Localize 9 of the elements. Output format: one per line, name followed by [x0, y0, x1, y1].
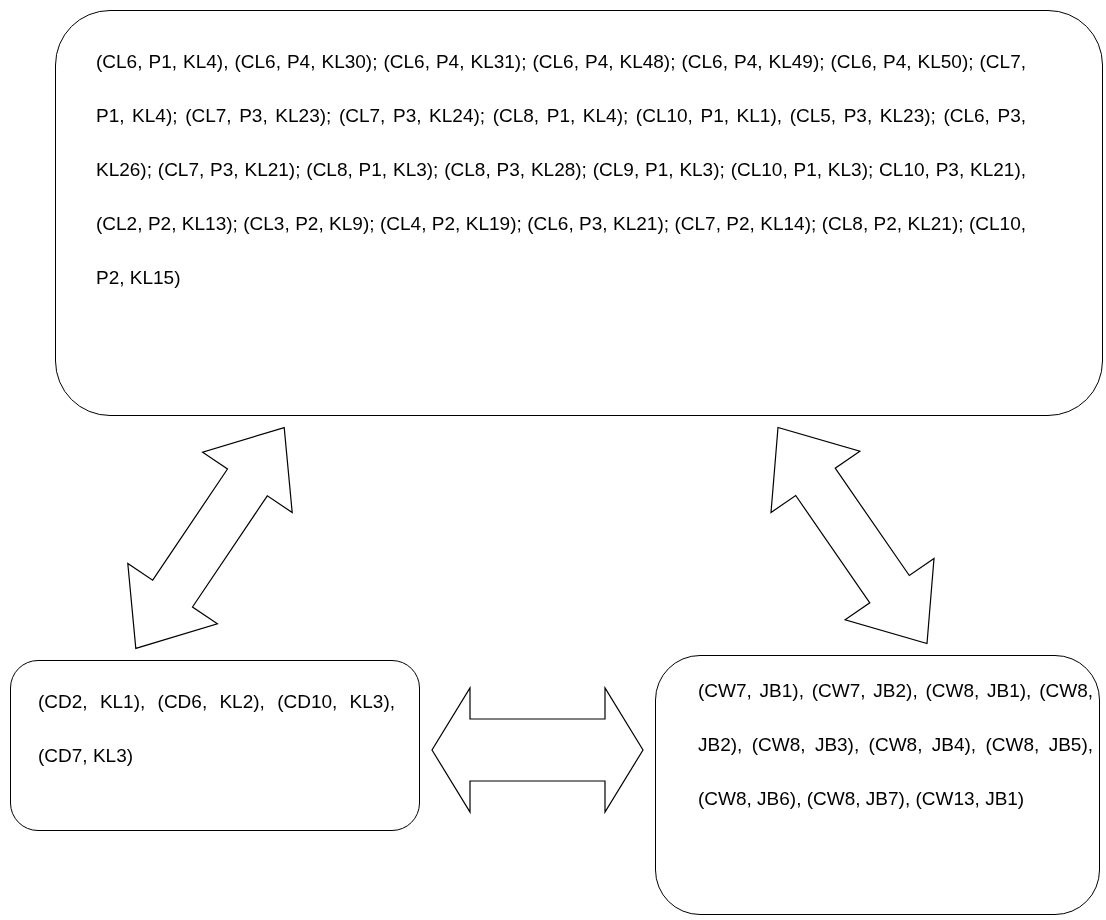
rounded-box	[55, 10, 1103, 416]
tuple-list-text: (CL6, P1, KL4), (CL6, P4, KL30); (CL6, P4, KL31); (CL6, P4, KL48); (CL6, P4, KL49); (CL6, P4, KL50); (CL7, P1, KL4); (CL7, P3, KL23); (CL7, P3, KL24); (CL8, P1, KL4); (CL10, P1, KL1), (CL5, P3, KL23); (CL6, P3, KL26); (CL7, P3, KL21); (CL8, P1, KL3); (CL8, P3, KL28); (CL9, P1, KL3); (CL10, P1, KL3); CL10, P3, KL21), (CL2, P2, KL13); (CL3, P2, KL9); (CL4, P2, KL19); (CL6, P3, KL21); (CL7, P2, KL14); (CL8, P2, KL21); (CL10, P2, KL15)	[96, 50, 1026, 290]
rounded-box	[655, 655, 1100, 915]
rounded-box	[10, 660, 420, 831]
double-block-arrow	[431, 685, 644, 815]
double-block-arrow	[127, 426, 293, 650]
tuple-list-text: (CD2, KL1), (CD6, KL2), (CD10, KL3), (CD7, KL3)	[38, 690, 395, 768]
double-block-arrow	[770, 426, 935, 645]
tuple-list-text: (CW7, JB1), (CW7, JB2), (CW8, JB1), (CW8, JB2), (CW8, JB3), (CW8, JB4), (CW8, JB5), (CW8, JB6), (CW8, JB7), (CW13, JB1)	[698, 679, 1093, 811]
